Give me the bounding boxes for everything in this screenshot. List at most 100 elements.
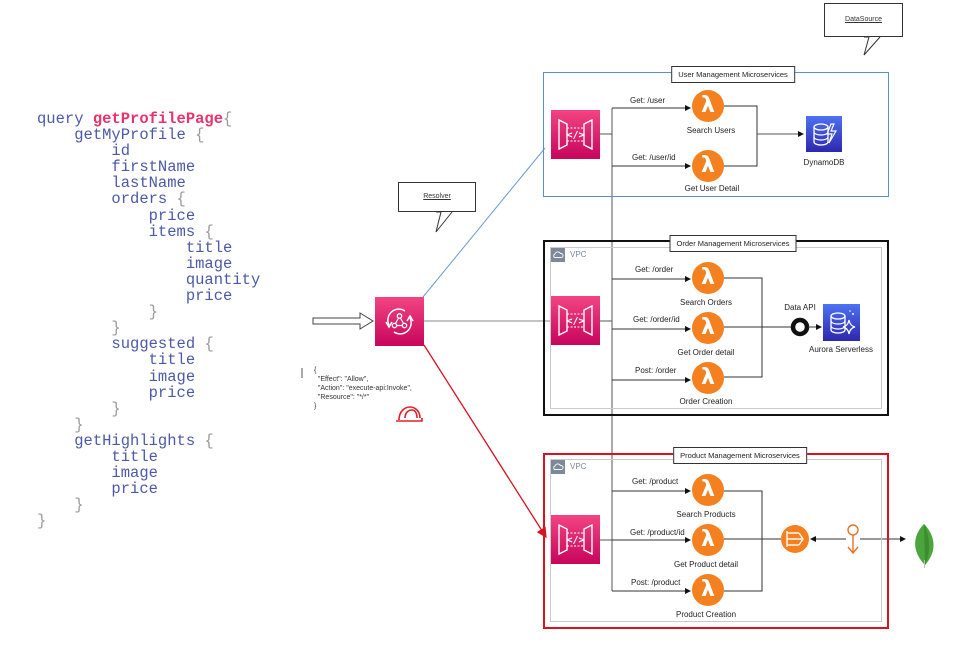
query-line: price [37,288,260,304]
function-label: Get Order detail [677,348,735,357]
query-field: getHighlights [74,431,205,450]
datasource-callout-label: DataSource [845,16,882,23]
query-field: title [148,351,196,370]
api-gateway-icon[interactable]: </> [551,110,600,159]
query-field: price [111,480,158,499]
appsync-to-user-line [422,147,546,298]
query-line: id [37,143,260,159]
query-line: } [37,513,260,529]
query-line: orders { [37,191,260,207]
resolver-callout-label: Resolver [423,193,451,200]
svg-text:</>: </> [566,535,584,546]
query-line: suggested { [37,336,260,352]
query-field: id [111,142,131,161]
function-label: Order Creation [679,397,733,406]
query-field: orders [111,190,177,209]
query-field: title [185,238,233,257]
query-field: title [111,447,158,466]
resolver-callout: Resolver [398,182,476,212]
route-label: Get: /product [632,477,679,486]
data-api-label: Data API [784,303,816,312]
query-line: image [37,256,260,272]
query-field: quantity [185,270,261,289]
mongodb-leaf-icon [915,524,934,568]
route-label: Post: /order [635,366,677,375]
query-brace: } [74,496,84,515]
datastore-label: DynamoDB [803,158,845,167]
query-field: query [37,110,93,128]
query-line: quantity [37,272,260,288]
query-line: firstName [37,159,260,175]
query-line: getHighlights { [37,433,260,449]
iam-policy-text: { "Effect": "Allow", "Action": "execute-… [314,367,412,410]
query-field: image [111,464,158,483]
route-label: Get: /user/id [632,153,676,162]
query-brace: { [204,335,214,354]
query-line: } [37,320,260,336]
appsync-to-product-line [423,344,547,539]
input-arrow [312,312,374,330]
lambda-icon[interactable]: λ [692,362,724,394]
order-group-title: Order Management Microservices [669,235,797,252]
query-field: image [148,367,196,386]
query-brace: } [74,415,84,434]
dynamodb-icon[interactable] [806,116,842,152]
datasource-callout-tail [863,36,881,56]
query-field: image [185,254,233,273]
lambda-icon[interactable]: λ [692,474,724,506]
lambda-icon[interactable]: λ [692,524,724,556]
query-line: price [37,385,260,401]
resolver-callout-tail [435,211,453,233]
query-line: image [37,465,260,481]
vpc-cloud-icon [551,460,565,474]
function-label: Search Products [676,510,736,519]
query-line: } [37,401,260,417]
datasource-callout: DataSource [824,3,903,37]
route-label: Get: /order [635,265,674,274]
query-line: } [37,497,260,513]
api-gateway-icon[interactable]: </> [551,296,600,345]
route-label: Get: /user [630,96,666,105]
query-line: price [37,481,260,497]
lambda-icon[interactable]: λ [692,262,724,294]
function-label: Get Product detail [673,560,739,569]
connector-icon [847,524,859,555]
query-field: price [148,206,196,225]
query-field: price [185,287,233,306]
query-brace: { [204,222,214,241]
query-brace: } [148,303,158,322]
lambda-icon[interactable]: λ [692,312,724,344]
query-line: query getProfilePage{ [37,111,260,127]
lambda-icon[interactable]: λ [692,574,724,606]
query-field: items [148,222,205,241]
user-group-title: User Management Microservices [671,66,795,83]
function-label: Get User Detail [684,184,740,193]
query-brace: { [223,110,233,128]
svg-text:</>: </> [566,130,584,141]
query-brace: { [176,190,186,209]
route-label: Get: /product/id [630,528,685,537]
iam-role-hardhat-icon [396,406,423,422]
query-line: } [37,304,260,320]
query-field: firstName [111,158,196,177]
function-label: Search Orders [679,298,733,307]
sqs-queue-icon [781,525,809,553]
lambda-icon[interactable]: λ [692,150,724,182]
route-label: Post: /product [631,578,681,587]
data-api-ring-icon [790,317,810,337]
query-field: suggested [111,335,205,354]
query-brace: { [195,126,205,145]
query-name: getProfilePage [92,110,224,128]
appsync-icon[interactable] [375,297,424,346]
query-line: title [37,240,260,256]
query-field: price [148,383,196,402]
api-gateway-icon[interactable]: </> [551,515,600,564]
lambda-icon[interactable]: λ [692,90,724,122]
query-field: getMyProfile [74,126,196,145]
query-brace: } [111,319,121,338]
aurora-icon[interactable] [823,304,860,341]
query-brace: } [111,399,121,418]
query-brace: { [204,431,214,450]
query-line: title [37,449,260,465]
